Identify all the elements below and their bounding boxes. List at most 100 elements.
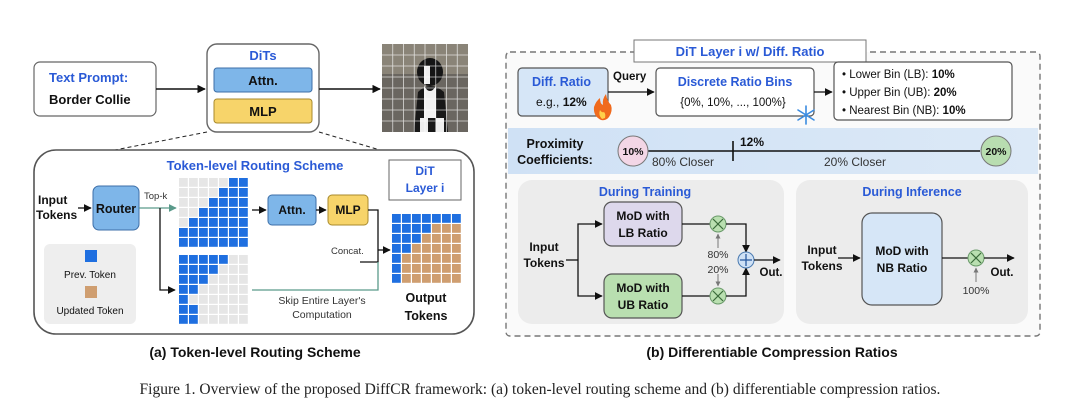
token-cell (219, 305, 228, 314)
token-cell (442, 264, 451, 273)
dits-mlp-block (213, 98, 313, 124)
token-cell (432, 264, 441, 273)
token-cell (229, 285, 238, 294)
token-cell (189, 218, 198, 227)
token-cell (239, 265, 248, 274)
mult-to-sum-top (726, 223, 750, 253)
token-cell (189, 285, 198, 294)
token-cell (442, 244, 451, 253)
token-cell (219, 285, 228, 294)
token-cell (239, 295, 248, 304)
token-cell (209, 285, 218, 294)
token-cell (209, 305, 218, 314)
token-cell (432, 224, 441, 233)
token-cell (189, 265, 198, 274)
token-legend-box (44, 244, 136, 324)
inference-title: During Inference (862, 185, 961, 199)
token-cell (199, 265, 208, 274)
token-cell (229, 275, 238, 284)
token-cell (179, 255, 188, 264)
token-cell (199, 218, 208, 227)
dits-title: DiTs (249, 48, 276, 63)
training-input-label-1: Input (529, 240, 558, 254)
weight-20-label: 20% (707, 264, 728, 276)
token-cell (209, 198, 218, 207)
legend-prev-token-swatch (85, 250, 97, 262)
token-cell (432, 214, 441, 223)
closer-left-label: 80% Closer (652, 155, 714, 169)
token-cell (189, 198, 198, 207)
token-cell (422, 254, 431, 263)
skip-label-2: Computation (292, 309, 352, 321)
token-cell (219, 208, 228, 217)
token-cell (199, 208, 208, 217)
token-cell (199, 295, 208, 304)
input-tokens-label-2: Tokens (36, 208, 77, 222)
upper-bin-item: • Upper Bin (UB): 20% (842, 87, 957, 99)
token-cell (239, 188, 248, 197)
dits-attn-label: Attn. (248, 73, 278, 88)
proximity-node-20-label: 20% (985, 146, 1007, 158)
token-cell (199, 305, 208, 314)
text-prompt-label: Text Prompt: (49, 70, 128, 85)
token-cell (229, 305, 238, 314)
token-cell (219, 218, 228, 227)
dit-layer-label-1: DiT (415, 164, 435, 178)
inference-input-label-2: Tokens (801, 259, 842, 273)
token-cell (189, 275, 198, 284)
token-cell (189, 228, 198, 237)
token-cell (179, 228, 188, 237)
token-cell (452, 254, 461, 263)
weight-100-label: 100% (963, 285, 990, 297)
token-cell (199, 188, 208, 197)
token-cell (189, 188, 198, 197)
right-title: DiT Layer i w/ Diff. Ratio (676, 44, 825, 59)
token-cell (219, 265, 228, 274)
token-cell (219, 188, 228, 197)
output-token-grid (392, 214, 461, 283)
routing-attn-label: Attn. (278, 203, 305, 217)
zoom-line-left (114, 131, 208, 151)
concat-label: Concat. (331, 246, 364, 257)
token-cell (179, 208, 188, 217)
token-cell (209, 218, 218, 227)
legend-updated-token-swatch (85, 286, 97, 298)
multiply-circle-icon (709, 215, 727, 233)
token-cell (422, 264, 431, 273)
token-cell (209, 238, 218, 247)
inference-input-label-1: Input (807, 243, 836, 257)
topk-token-grid (179, 178, 248, 247)
token-cell (452, 274, 461, 283)
token-cell (452, 244, 461, 253)
token-cell (199, 315, 208, 324)
skip-branch-arrow (159, 208, 176, 294)
token-cell (179, 198, 188, 207)
token-cell (452, 214, 461, 223)
token-cell (179, 295, 188, 304)
left-subcaption: (a) Token-level Routing Scheme (149, 344, 361, 360)
token-cell (442, 214, 451, 223)
lower-bin-item: • Lower Bin (LB): 10% (842, 69, 955, 81)
token-cell (432, 254, 441, 263)
token-cell (199, 238, 208, 247)
token-cell (422, 234, 431, 243)
routing-title: Token-level Routing Scheme (167, 158, 344, 173)
multiply-circle-icon (967, 249, 985, 267)
token-cell (209, 178, 218, 187)
token-cell (199, 285, 208, 294)
token-cell (402, 274, 411, 283)
token-cell (239, 238, 248, 247)
snowflake-icon (797, 105, 815, 125)
token-cell (179, 238, 188, 247)
output-tokens-label-1: Output (406, 291, 448, 305)
mult-to-sum-bottom (726, 267, 750, 297)
dit-layer-label-2: Layer i (406, 181, 445, 195)
token-cell (412, 264, 421, 273)
token-cell (392, 264, 401, 273)
token-cell (229, 228, 238, 237)
output-tokens-label-2: Tokens (405, 309, 448, 323)
token-cell (239, 305, 248, 314)
proximity-node-20 (980, 135, 1012, 167)
fire-icon (593, 94, 612, 121)
query-label: Query (613, 71, 647, 83)
